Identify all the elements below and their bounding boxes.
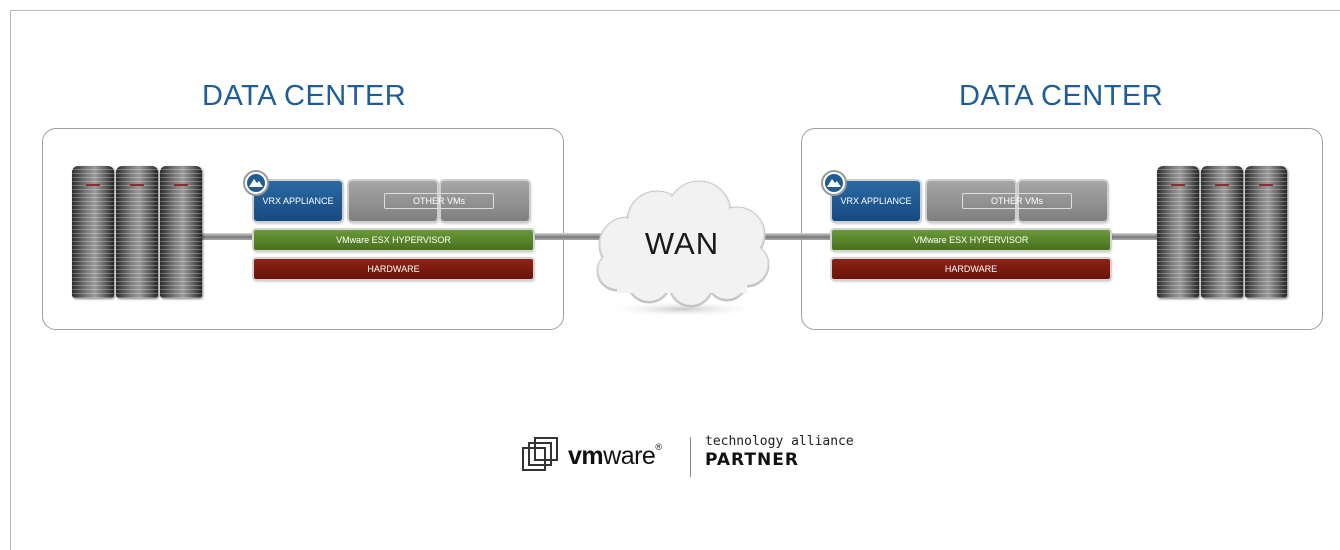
left-vrx-appliance: VRX APPLIANCE: [254, 181, 342, 221]
right-other-vms-label: OTHER VMs: [962, 193, 1072, 209]
right-vrx-appliance: VRX APPLIANCE: [832, 181, 920, 221]
left-datacenter-title: DATA CENTER: [202, 80, 407, 112]
left-other-vm-2: [441, 181, 529, 221]
right-hardware-bar: HARDWARE: [832, 259, 1110, 279]
vrx-appliance-label: VRX APPLIANCE: [262, 196, 334, 206]
left-other-vm-1: [349, 181, 437, 221]
server-rack-icon: [116, 166, 158, 298]
vmware-wordmark: vmware®: [568, 442, 662, 471]
server-rack-icon: [72, 166, 114, 298]
right-vrx-logo-icon: [821, 170, 847, 196]
right-other-vm-2: [1019, 181, 1107, 221]
right-datacenter-title: DATA CENTER: [959, 80, 1164, 112]
server-rack-icon: [1157, 166, 1199, 298]
diagram-frame: [10, 10, 1340, 550]
left-vrx-logo-icon: [243, 170, 269, 196]
server-rack-icon: [1245, 166, 1287, 298]
server-rack-icon: [160, 166, 202, 298]
vmware-registered-mark: ®: [655, 442, 662, 452]
left-other-vms-label: OTHER VMs: [384, 193, 494, 209]
left-hypervisor-bar: VMware ESX HYPERVISOR: [254, 230, 533, 250]
server-rack-icon: [1201, 166, 1243, 298]
alliance-line-1: technology alliance: [705, 434, 854, 449]
wan-label: WAN: [644, 226, 720, 261]
right-other-vm-1: [927, 181, 1015, 221]
right-hypervisor-bar: VMware ESX HYPERVISOR: [832, 230, 1110, 250]
vmware-logo-icon: [520, 437, 560, 477]
alliance-line-2: PARTNER: [705, 450, 799, 470]
vmware-vm-text: vm: [568, 442, 604, 470]
left-hardware-bar: HARDWARE: [254, 259, 533, 279]
vrx-appliance-label: VRX APPLIANCE: [840, 196, 912, 206]
wan-cloud-icon: WAN: [587, 173, 777, 323]
vmware-ware-text: ware: [603, 442, 656, 470]
logo-divider: [690, 437, 691, 477]
